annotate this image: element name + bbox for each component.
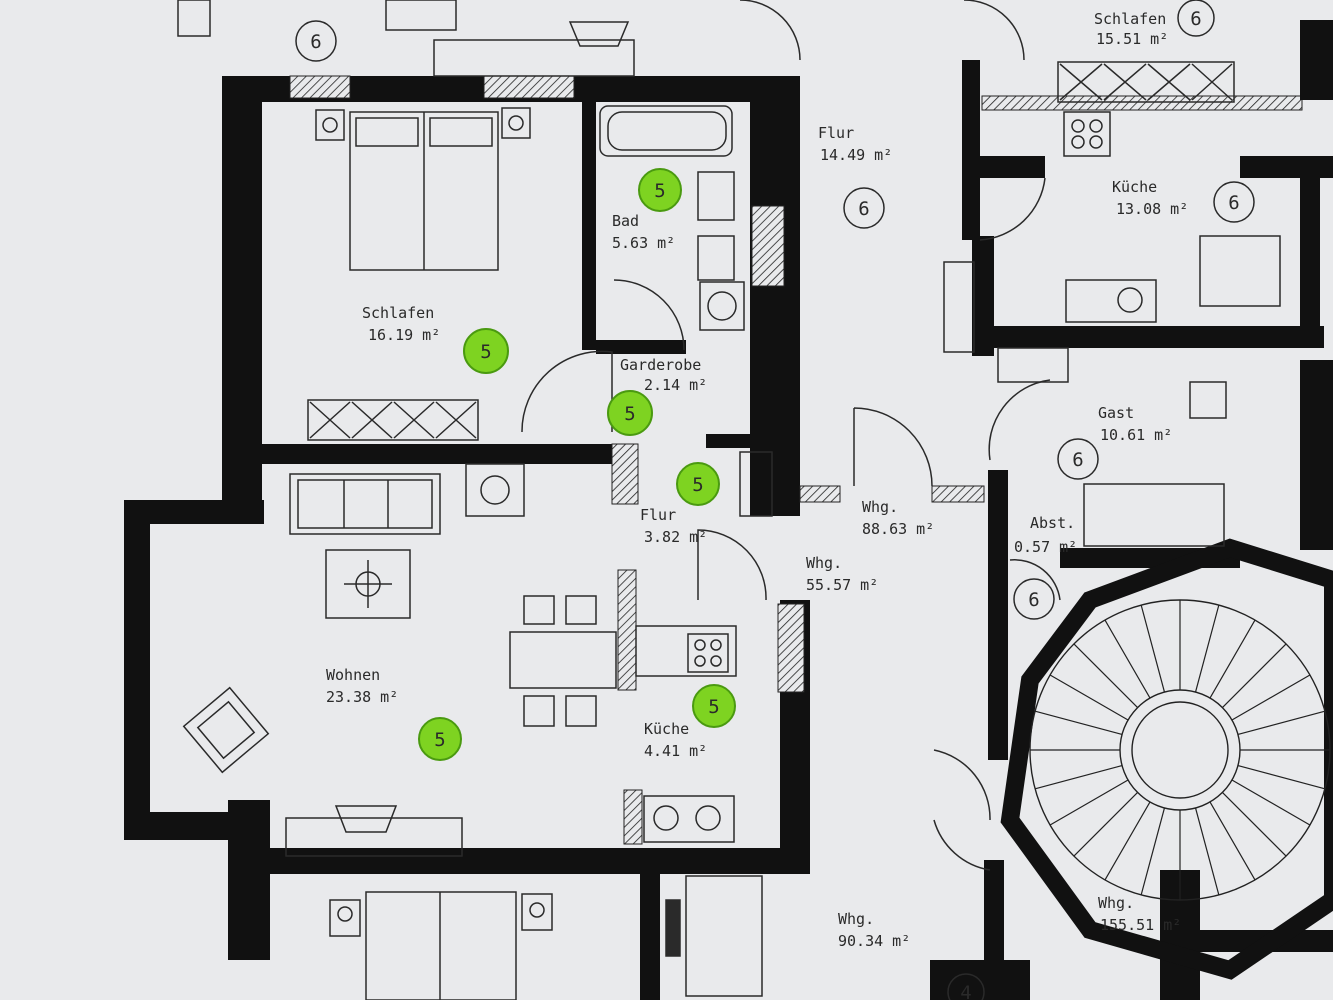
svg-text:5: 5	[434, 729, 445, 751]
room-labels: Schlafen 16.19 m² Bad 5.63 m² Garderobe …	[326, 10, 1188, 950]
label-whg-90: Whg.	[838, 910, 874, 928]
label-whg-55: Whg.	[806, 554, 842, 572]
badge-5-schlafen: 5	[463, 328, 509, 374]
stair-step	[1209, 801, 1256, 881]
svg-text:6: 6	[858, 198, 869, 220]
area-wohnen: 23.38 m²	[326, 688, 398, 706]
stair-step	[1237, 710, 1326, 736]
stair-step	[1231, 779, 1311, 826]
label-whg-88: Whg.	[862, 498, 898, 516]
stair-step	[1194, 807, 1220, 896]
stair-step	[1222, 643, 1287, 708]
area-whg-55: 55.57 m²	[806, 576, 878, 594]
stair-step	[1104, 801, 1151, 881]
furniture-right	[943, 61, 1281, 547]
furniture	[177, 0, 773, 857]
area-flur-6: 14.49 m²	[820, 146, 892, 164]
stair-step	[1049, 779, 1129, 826]
stair-step	[1073, 643, 1138, 708]
label-flur-5: Flur	[640, 506, 676, 524]
badges-plain: 6 6 6 6 6 6 4	[295, 0, 1255, 1000]
door-swings	[521, 0, 1061, 871]
stair-step	[1049, 674, 1129, 721]
label-kueche-5: Küche	[644, 720, 689, 738]
badge-5-flur: 5	[676, 462, 720, 506]
stair-step	[1231, 674, 1311, 721]
label-schlafen-6: Schlafen	[1094, 10, 1166, 28]
area-gast: 10.61 m²	[1100, 426, 1172, 444]
badge-5-bad: 5	[638, 168, 682, 212]
label-bad: Bad	[612, 212, 639, 230]
area-bad: 5.63 m²	[612, 234, 675, 252]
svg-text:5: 5	[654, 180, 665, 202]
label-kueche-6: Küche	[1112, 178, 1157, 196]
label-wohnen: Wohnen	[326, 666, 380, 684]
svg-text:5: 5	[624, 403, 635, 425]
area-whg-155: 155.51 m²	[1100, 916, 1181, 934]
label-garderobe: Garderobe	[620, 356, 701, 374]
svg-text:4: 4	[960, 982, 971, 1000]
label-abst: Abst.	[1030, 514, 1075, 532]
hatched-walls	[289, 75, 1303, 845]
stair-step	[1034, 764, 1123, 790]
area-kueche-5: 4.41 m²	[644, 742, 707, 760]
stair-step	[1222, 792, 1287, 857]
badge-5-wohnen: 5	[418, 717, 462, 761]
label-gast: Gast	[1098, 404, 1134, 422]
label-whg-155: Whg.	[1098, 894, 1134, 912]
label-flur-6: Flur	[818, 124, 854, 142]
area-kueche-6: 13.08 m²	[1116, 200, 1188, 218]
stair-step	[1073, 792, 1138, 857]
area-abst: 0.57 m²	[1014, 538, 1077, 556]
badge-5-garderobe: 5	[607, 390, 653, 436]
svg-text:6: 6	[310, 31, 321, 53]
stair-step	[1104, 619, 1151, 699]
badges-green: 5 5 5 5 5 5	[418, 168, 736, 761]
label-schlafen-5: Schlafen	[362, 304, 434, 322]
badge-6-schlafen: 6	[1177, 0, 1215, 37]
stair-steps	[1030, 600, 1330, 900]
svg-text:6: 6	[1072, 449, 1083, 471]
badge-5-kueche: 5	[692, 684, 736, 728]
stair-step	[1194, 604, 1220, 693]
area-garderobe: 2.14 m²	[644, 376, 707, 394]
stair-step	[1034, 710, 1123, 736]
area-schlafen-5: 16.19 m²	[368, 326, 440, 344]
area-whg-90: 90.34 m²	[838, 932, 910, 950]
badge-6-top-left: 6	[295, 20, 337, 62]
svg-text:5: 5	[692, 474, 703, 496]
area-schlafen-6: 15.51 m²	[1096, 30, 1168, 48]
furniture-lower	[329, 875, 763, 1000]
stair-step	[1140, 604, 1166, 693]
stair-step	[1237, 764, 1326, 790]
svg-text:6: 6	[1190, 8, 1201, 30]
area-whg-88: 88.63 m²	[862, 520, 934, 538]
svg-text:6: 6	[1028, 589, 1039, 611]
stair-step	[1140, 807, 1166, 896]
badge-4-bottom: 4	[947, 973, 985, 1000]
walls-left	[124, 76, 810, 1000]
stair-step	[1209, 619, 1256, 699]
badge-6-kueche: 6	[1213, 181, 1255, 223]
badge-6-gast: 6	[1057, 438, 1099, 480]
svg-text:5: 5	[708, 696, 719, 718]
badge-6-flur: 6	[843, 187, 885, 229]
svg-text:6: 6	[1228, 192, 1239, 214]
badge-6-abst: 6	[1013, 578, 1055, 620]
area-flur-5: 3.82 m²	[644, 528, 707, 546]
svg-text:5: 5	[480, 341, 491, 363]
